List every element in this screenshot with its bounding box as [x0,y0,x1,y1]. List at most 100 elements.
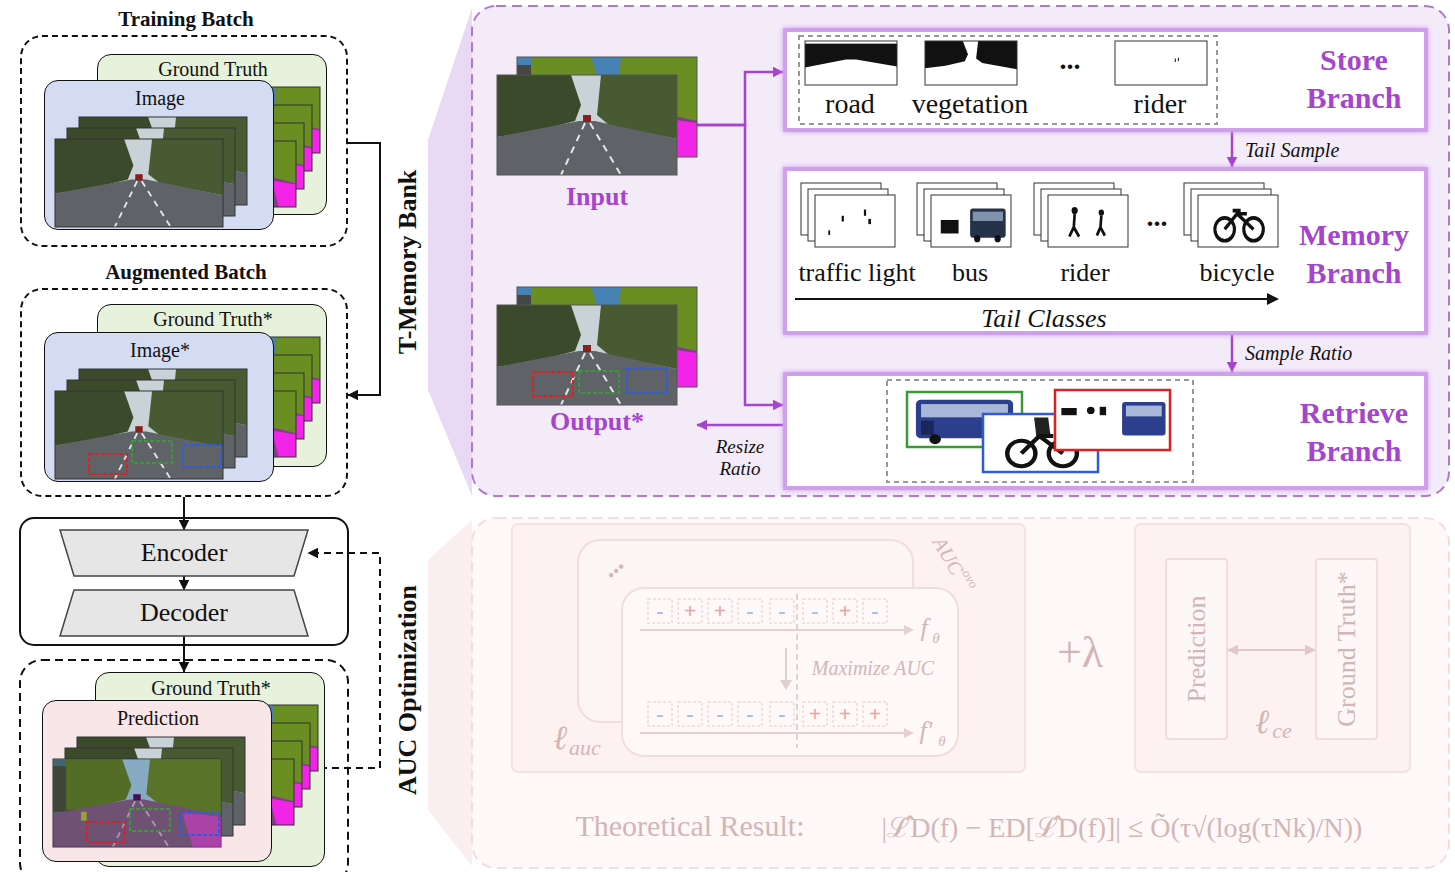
text-slot: Ground Truth* [151,677,270,699]
faded-label: - [871,598,878,624]
label-slot: f [920,613,927,643]
memory-branch: traffic lightbusrider...bicycleTail Clas… [783,167,1428,335]
node-text: Output* [550,408,644,437]
picture-frame [1048,195,1128,247]
axis-line [795,298,1267,300]
faded-label: - [656,598,663,624]
picture [805,41,897,85]
label-slot: - [656,701,663,727]
connector [183,576,185,590]
memory-bank-panel [472,6,1449,496]
node-text: bus [952,259,988,288]
axis-head [904,728,914,738]
retrieve-branch: Retrieve Branch [783,372,1428,490]
label-slot: +λ [1057,627,1103,678]
faded-label: ℓ [1255,703,1269,741]
frame [627,369,667,393]
zoom-wedge [428,520,472,866]
text-slot: Ground Truth* [1332,571,1361,726]
ce-loss-frame [1135,524,1410,772]
label-slot: + [714,598,727,624]
label-slot: θ [932,630,939,647]
text-slot: rider [1134,89,1187,120]
text-slot: ... [1060,45,1081,76]
text-slot: Image* [130,339,190,361]
faded-label: auc [569,735,601,761]
node-text: Ground Truth [158,58,267,80]
node-text: Memory Branch [1289,216,1419,291]
frame [887,380,1193,482]
connector [1228,649,1315,651]
node-text: Prediction [117,707,199,729]
node-text: Decoder [140,599,228,628]
label-slot: + [809,701,822,727]
encoder-decoder-frame [20,518,348,645]
label-slot: Maximize AUC [812,657,934,680]
picture-frame [497,75,677,175]
frame [183,445,221,467]
connector [183,636,185,672]
augmented-image-card: Image* [44,332,274,482]
auc-loss-frame [512,524,1025,772]
label-slot: + [839,701,852,727]
prediction-batch-frame [20,660,348,872]
picture [1115,41,1207,85]
picture-frame [1198,195,1278,247]
picture-frame [53,759,221,847]
picture [53,759,221,847]
picture [1048,195,1128,247]
faded-label: Theoretical Result: [575,809,804,843]
score-axis [640,629,904,631]
label-slot: |ℒ̂D(f) − ED[ℒ̂D(f)]| ≤ Õ(τ√(log(τNk)/N)… [882,807,1363,845]
axis-head [904,625,914,635]
frame [132,441,172,463]
node-text: vegetation [912,89,1029,120]
node-text: Encoder [141,539,228,568]
input-image: Input [497,57,697,217]
frame [87,822,125,842]
output-image: Output* [497,287,697,439]
label-slot: - [746,598,753,624]
node-text: Ground Truth* [153,308,272,330]
edge-label-slot: Tail Sample [1242,139,1342,162]
faded-label: θ [938,733,945,750]
faded-label: - [716,701,723,727]
connector [1231,335,1234,372]
text-slot: Encoder [141,539,228,568]
text-slot: ... [1147,202,1168,233]
label-slot: - [778,701,785,727]
faded-label: ... [595,548,629,584]
zoom-wedge [428,8,472,496]
faded-label: + [869,701,882,727]
axis-head [1267,293,1279,305]
faded-label: θ [932,630,939,647]
faded-label: - [778,598,785,624]
text-slot: Output* [550,408,644,437]
text-slot: rider [1060,259,1109,288]
node-text: road [825,89,875,120]
picture-frame [805,41,897,85]
text-slot: Image [135,87,185,109]
label-slot: ℓ [553,719,567,757]
frame [533,372,573,396]
faded-label: - [811,598,818,624]
picture-frame [1115,41,1207,85]
text-slot: bus [952,259,988,288]
auc-panel [472,518,1449,868]
label-slot: Theoretical Result: [575,809,804,843]
faded-label: ℓ [553,719,567,757]
connector [183,497,185,530]
text-slot: traffic light [798,259,915,288]
label-slot: T-Memory Bank [393,170,423,355]
label-slot: ... [595,548,629,584]
text-slot: Memory Branch [1289,216,1419,291]
ground-truth-box: Ground Truth* [1315,558,1378,740]
node-text: rider [1060,259,1109,288]
label-slot: + [684,598,697,624]
prediction-card: Prediction [42,700,272,862]
faded-label: + [839,598,852,624]
label-slot: - [716,701,723,727]
prediction-box: Prediction [1165,558,1228,740]
picture [925,41,1017,85]
